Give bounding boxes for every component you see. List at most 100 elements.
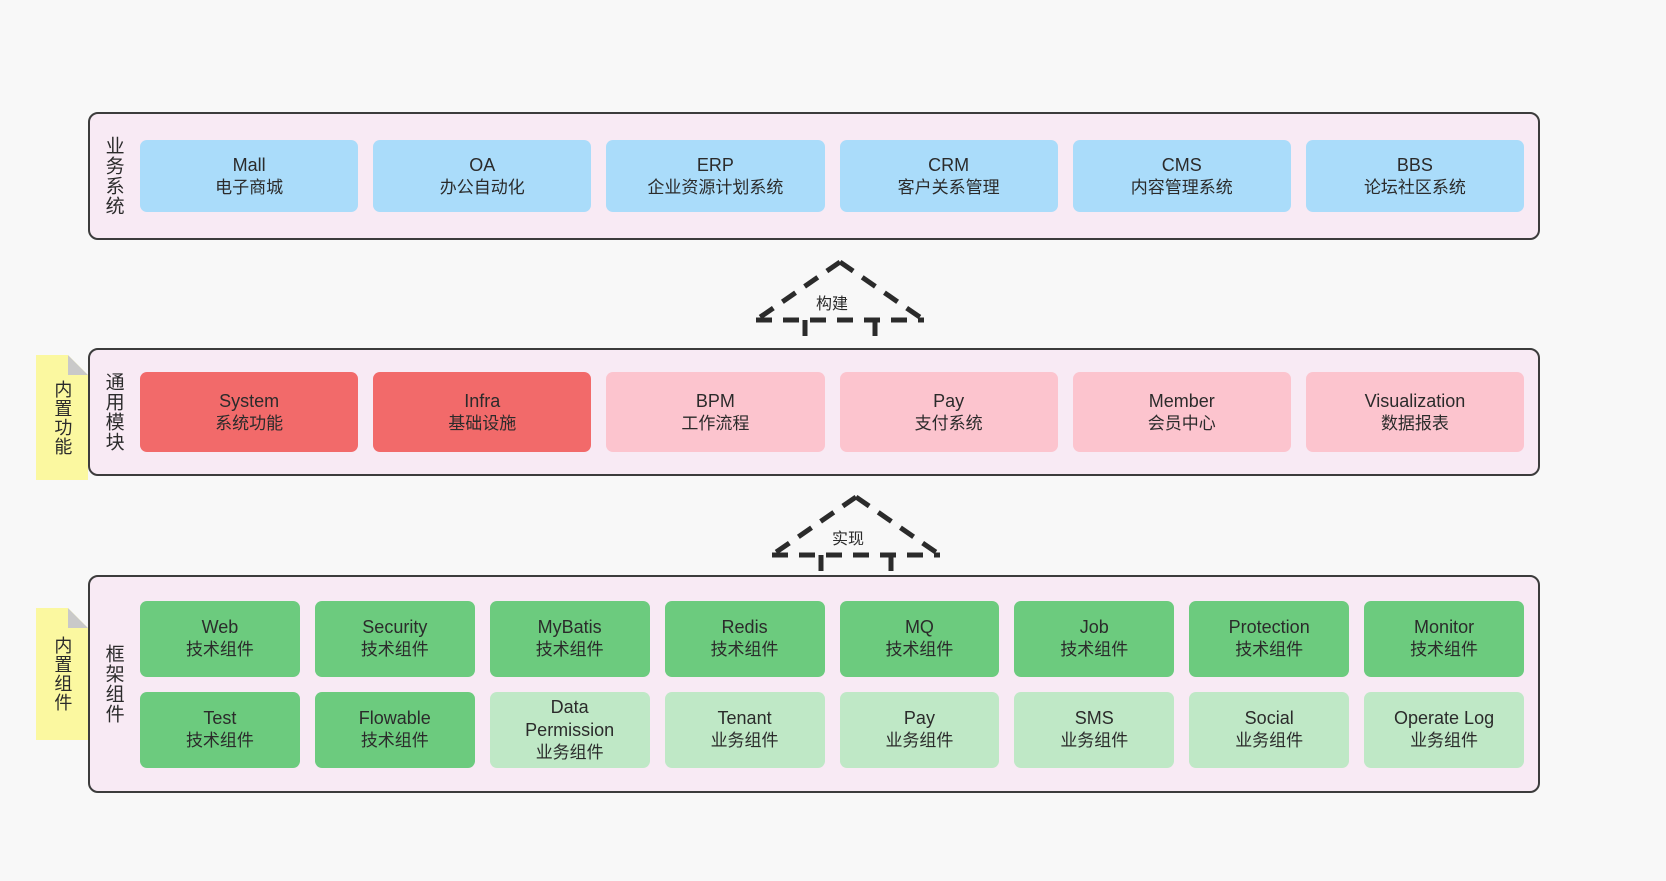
card-operate-log[interactable]: Operate Log 业务组件	[1364, 691, 1524, 768]
card-monitor[interactable]: Monitor 技术组件	[1364, 600, 1524, 677]
layer-body-framework-component: Web 技术组件 Security 技术组件 MyBatis 技术组件 Redi…	[136, 577, 1538, 791]
card-title: Pay	[903, 708, 935, 729]
card-subtitle: 技术组件	[885, 640, 954, 660]
note-label: 内置功能	[52, 379, 73, 456]
card-mq[interactable]: MQ 技术组件	[839, 600, 1000, 677]
card-title: Flowable	[358, 708, 431, 729]
card-test[interactable]: Test 技术组件	[140, 691, 300, 768]
card-security[interactable]: Security 技术组件	[314, 600, 475, 677]
card-subtitle: 业务组件	[1060, 731, 1129, 751]
card-subtitle: 业务组件	[535, 742, 604, 762]
card-erp[interactable]: ERP 企业资源计划系统	[606, 140, 825, 212]
card-subtitle: 业务组件	[710, 731, 779, 751]
layer-body-business-system: Mall 电子商城 OA 办公自动化 ERP 企业资源计划系统 CRM 客户关系…	[136, 114, 1538, 238]
card-web[interactable]: Web 技术组件	[140, 600, 300, 677]
card-oa[interactable]: OA 办公自动化	[373, 140, 592, 212]
card-mall[interactable]: Mall 电子商城	[140, 140, 359, 212]
card-visualization[interactable]: Visualization 数据报表	[1305, 372, 1525, 452]
card-redis[interactable]: Redis 技术组件	[664, 600, 825, 677]
card-title: Protection	[1228, 617, 1310, 638]
card-subtitle: 电子商城	[215, 177, 284, 197]
layer-framework-component: 框架组件 Web 技术组件 Security 技术组件 MyBatis 技术组件…	[88, 575, 1540, 793]
card-subtitle: 数据报表	[1380, 413, 1449, 433]
card-subtitle: 技术组件	[535, 640, 604, 660]
layer-body-common-module: System 系统功能 Infra 基础设施 BPM 工作流程 Pay 支付系统…	[136, 350, 1538, 474]
card-mybatis[interactable]: MyBatis 技术组件	[489, 600, 650, 677]
card-flowable[interactable]: Flowable 技术组件	[314, 691, 475, 768]
card-title: Member	[1148, 390, 1215, 411]
card-infra[interactable]: Infra 基础设施	[373, 372, 592, 452]
card-subtitle: 论坛社区系统	[1363, 177, 1466, 197]
card-title: BPM	[695, 390, 735, 411]
card-title: Redis	[721, 617, 768, 638]
card-sms[interactable]: SMS 业务组件	[1014, 691, 1175, 768]
card-subtitle: 技术组件	[710, 640, 779, 660]
connector-implement-label: 实现	[832, 531, 865, 548]
card-job[interactable]: Job 技术组件	[1014, 600, 1175, 677]
card-subtitle: 工作流程	[681, 413, 750, 433]
card-bbs[interactable]: BBS 论坛社区系统	[1305, 140, 1525, 212]
card-title: System	[219, 390, 280, 411]
card-title-line2: Permission	[525, 719, 615, 740]
card-title: CMS	[1161, 154, 1202, 175]
card-title: BBS	[1396, 154, 1433, 175]
card-protection[interactable]: Protection 技术组件	[1189, 600, 1350, 677]
card-system[interactable]: System 系统功能	[140, 372, 359, 452]
card-title: Monitor	[1414, 617, 1475, 638]
layer-title-business-system: 业务系统	[102, 136, 124, 216]
card-title: Security	[362, 617, 428, 638]
card-subtitle: 业务组件	[1235, 731, 1304, 751]
card-row: Mall 电子商城 OA 办公自动化 ERP 企业资源计划系统 CRM 客户关系…	[140, 140, 1525, 212]
card-title: Mall	[232, 154, 266, 175]
layer-title-framework-component: 框架组件	[102, 644, 124, 724]
card-title: CRM	[928, 154, 970, 175]
card-bpm[interactable]: BPM 工作流程	[606, 372, 825, 452]
note-fold-corner-icon	[68, 608, 88, 628]
card-title: Data	[550, 696, 589, 717]
layer-title-common-module: 通用模块	[102, 372, 124, 452]
card-subtitle: 技术组件	[1235, 640, 1304, 660]
card-subtitle: 技术组件	[1410, 640, 1479, 660]
card-subtitle: 内容管理系统	[1130, 177, 1233, 197]
card-subtitle: 企业资源计划系统	[647, 177, 784, 197]
connector-implement-arrow	[770, 494, 942, 579]
card-subtitle: 技术组件	[1060, 640, 1129, 660]
card-title: Tenant	[717, 708, 772, 729]
card-title: Social	[1244, 708, 1294, 729]
card-subtitle: 系统功能	[215, 413, 284, 433]
card-title: MQ	[904, 617, 934, 638]
card-title: Web	[201, 617, 239, 638]
card-tenant[interactable]: Tenant 业务组件	[664, 691, 825, 768]
card-subtitle: 会员中心	[1147, 413, 1216, 433]
card-subtitle: 客户关系管理	[897, 177, 1000, 197]
card-subtitle: 基础设施	[448, 413, 517, 433]
card-title: MyBatis	[537, 617, 602, 638]
card-member[interactable]: Member 会员中心	[1072, 372, 1291, 452]
card-row: Test 技术组件 Flowable 技术组件 Data Permission …	[140, 691, 1524, 768]
card-crm[interactable]: CRM 客户关系管理	[839, 140, 1058, 212]
card-subtitle: 业务组件	[1410, 731, 1479, 751]
card-subtitle: 办公自动化	[439, 177, 525, 197]
card-social[interactable]: Social 业务组件	[1189, 691, 1350, 768]
layer-business-system: 业务系统 Mall 电子商城 OA 办公自动化 ERP 企业资源计划系统 CRM…	[88, 112, 1540, 240]
card-subtitle: 业务组件	[885, 731, 954, 751]
card-subtitle: 技术组件	[185, 731, 254, 751]
card-title: SMS	[1074, 708, 1114, 729]
card-pay-module[interactable]: Pay 支付系统	[839, 372, 1058, 452]
layer-common-module: 通用模块 System 系统功能 Infra 基础设施 BPM 工作流程 Pay…	[88, 348, 1540, 476]
card-subtitle: 技术组件	[360, 731, 429, 751]
note-label: 内置组件	[52, 636, 73, 712]
card-title: Test	[203, 708, 237, 729]
card-title: Visualization	[1364, 390, 1466, 411]
card-pay-component[interactable]: Pay 业务组件	[839, 691, 1000, 768]
card-data-permission[interactable]: Data Permission 业务组件	[489, 691, 650, 768]
note-builtin-component: 内置组件	[36, 608, 88, 740]
card-title: OA	[469, 154, 496, 175]
connector-build-label: 构建	[816, 296, 849, 313]
card-subtitle: 技术组件	[185, 640, 254, 660]
card-title: ERP	[696, 154, 734, 175]
connector-build-arrow	[754, 259, 926, 344]
card-cms[interactable]: CMS 内容管理系统	[1072, 140, 1291, 212]
card-title: Pay	[933, 390, 965, 411]
